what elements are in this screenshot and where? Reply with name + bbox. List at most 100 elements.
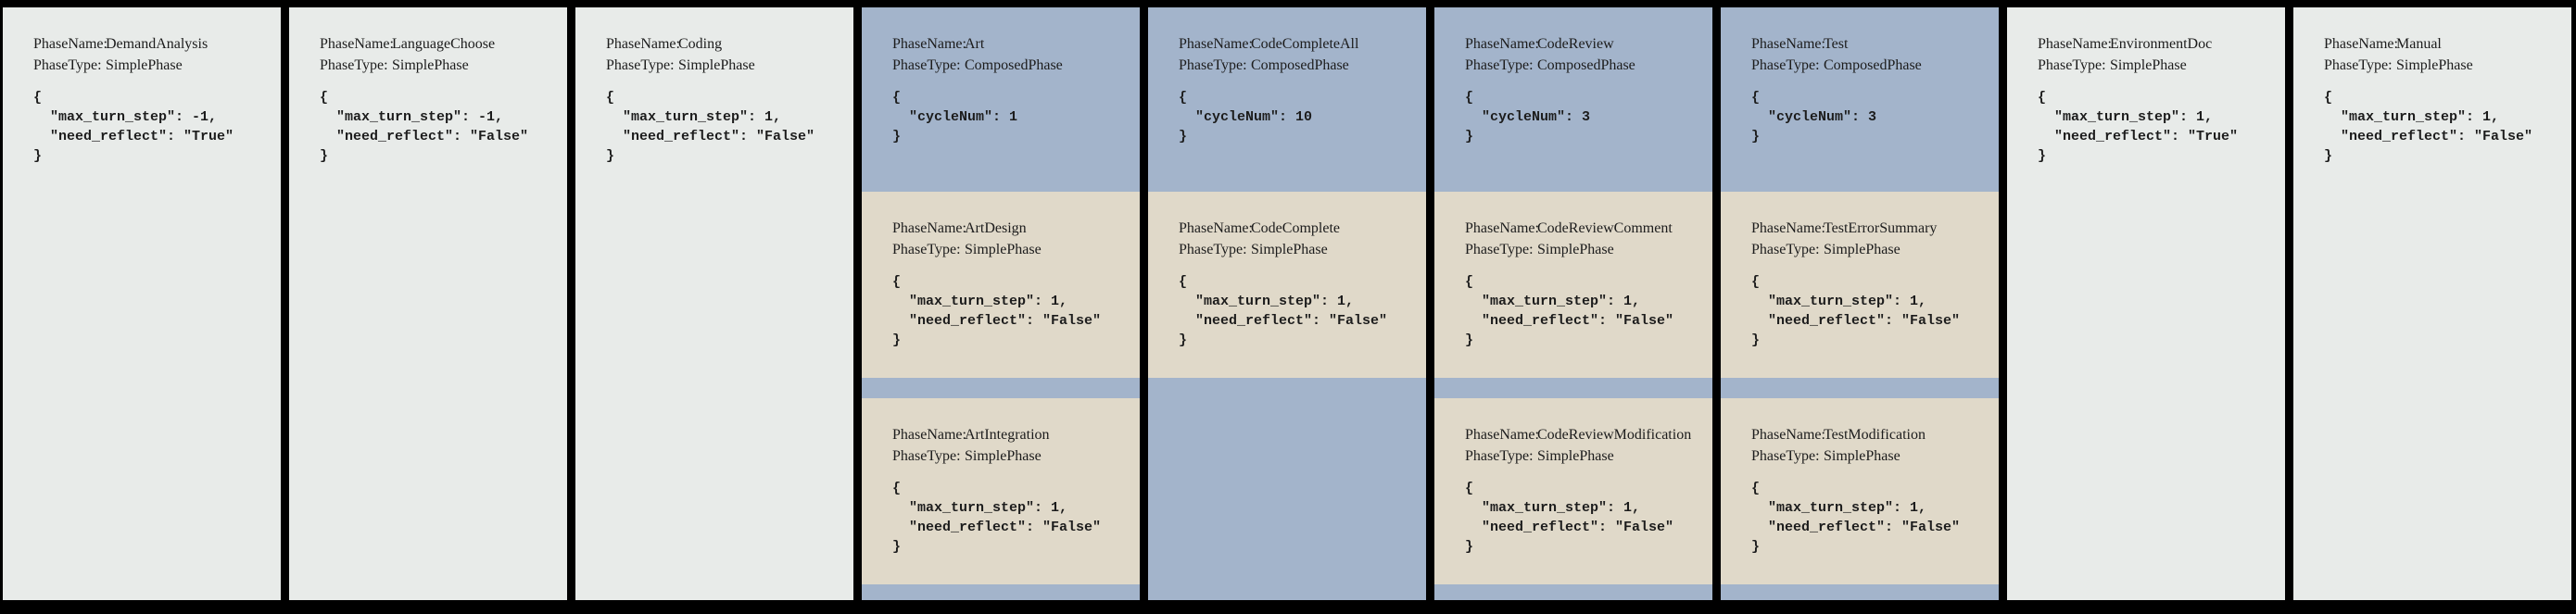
phase-name-line: PhaseName: CodeComplete: [1179, 218, 1419, 239]
phase-name-line: PhaseName: EnvironmentDoc: [2038, 33, 2278, 55]
phase-name-line: PhaseName: CodeReviewComment: [1465, 218, 1705, 239]
phase-type-line: PhaseType: ComposedPhase: [1179, 55, 1419, 76]
config-line: "need_reflect": "False": [1751, 520, 1961, 535]
phase-type-label: PhaseType:: [1751, 57, 1820, 73]
phase-name-value: Manual: [2396, 36, 2442, 52]
config-line: "max_turn_step": 1,: [606, 109, 782, 125]
config-line: }: [320, 148, 329, 164]
phase-type-line: PhaseType: SimplePhase: [892, 445, 1132, 467]
config-line: }: [1465, 129, 1474, 144]
config-line: "max_turn_step": -1,: [320, 109, 504, 125]
phase-name-label: PhaseName:: [1465, 427, 1539, 443]
config-line: "cycleNum": 3: [1751, 109, 1877, 125]
phase-type-label: PhaseType:: [2038, 57, 2106, 73]
phase-name-label: PhaseName:: [1465, 220, 1539, 236]
config-line: "need_reflect": "False": [1751, 313, 1961, 329]
phase-config-json: { "max_turn_step": 1, "need_reflect": "F…: [2324, 88, 2564, 166]
phase-type-label: PhaseType:: [892, 448, 961, 464]
phase-card-header: PhaseName: Coding PhaseType: SimplePhase…: [575, 7, 853, 192]
phase-type-label: PhaseType:: [1465, 57, 1534, 73]
phase-text-block: PhaseName: TestErrorSummary PhaseType: S…: [1721, 192, 1999, 350]
phase-type-label: PhaseType:: [1465, 448, 1534, 464]
phase-name-label: PhaseName:: [892, 220, 966, 236]
phase-type-label: PhaseType:: [1465, 242, 1534, 257]
phase-name-label: PhaseName:: [1751, 220, 1825, 236]
config-line: {: [892, 481, 902, 496]
phase-card-manual: PhaseName: Manual PhaseType: SimplePhase…: [2293, 7, 2571, 600]
config-line: "max_turn_step": 1,: [1751, 294, 1927, 309]
phase-type-line: PhaseType: SimplePhase: [1465, 239, 1705, 260]
config-line: {: [1465, 481, 1474, 496]
phase-type-line: PhaseType: SimplePhase: [1465, 445, 1705, 467]
phase-name-value: ArtDesign: [965, 220, 1027, 236]
config-line: {: [320, 90, 329, 106]
phase-name-line: PhaseName: CodeReview: [1465, 33, 1705, 55]
phase-type-value: SimplePhase: [1251, 242, 1328, 257]
subphase-card-code-complete: PhaseName: CodeComplete PhaseType: Simpl…: [1148, 192, 1426, 378]
phase-name-line: PhaseName: TestModification: [1751, 424, 1991, 445]
phase-card-header: PhaseName: CodeReview PhaseType: Compose…: [1434, 7, 1712, 192]
config-line: "max_turn_step": -1,: [33, 109, 218, 125]
phase-type-label: PhaseType:: [1179, 242, 1247, 257]
phase-config-json: { "max_turn_step": 1, "need_reflect": "F…: [1751, 272, 1991, 350]
phase-type-value: SimplePhase: [1824, 242, 1900, 257]
phase-type-value: SimplePhase: [1537, 242, 1614, 257]
phase-name-value: CodeReviewComment: [1537, 220, 1673, 236]
phase-type-line: PhaseType: SimplePhase: [1751, 239, 1991, 260]
config-line: {: [892, 274, 902, 290]
config-line: "need_reflect": "False": [1465, 313, 1674, 329]
phase-name-value: CodeReviewModification: [1537, 427, 1692, 443]
phase-name-value: CodeReview: [1537, 36, 1614, 52]
phase-config-json: { "max_turn_step": 1, "need_reflect": "F…: [892, 272, 1132, 350]
phase-name-label: PhaseName:: [892, 36, 966, 52]
config-line: }: [1179, 332, 1188, 348]
phase-type-value: ComposedPhase: [1537, 57, 1635, 73]
phase-name-label: PhaseName:: [1179, 220, 1253, 236]
phase-name-label: PhaseName:: [1751, 36, 1825, 52]
phase-card-header: PhaseName: CodeCompleteAll PhaseType: Co…: [1148, 7, 1426, 192]
config-line: }: [1465, 332, 1474, 348]
phase-type-value: ComposedPhase: [965, 57, 1063, 73]
phase-text-block: PhaseName: Art PhaseType: ComposedPhase …: [862, 7, 1140, 146]
phase-text-block: PhaseName: DemandAnalysis PhaseType: Sim…: [3, 7, 281, 166]
phase-type-label: PhaseType:: [2324, 57, 2393, 73]
config-line: "max_turn_step": 1,: [1179, 294, 1355, 309]
config-line: "max_turn_step": 1,: [1465, 500, 1641, 516]
phase-text-block: PhaseName: LanguageChoose PhaseType: Sim…: [289, 7, 567, 166]
phase-name-value: EnvironmentDoc: [2110, 36, 2213, 52]
phase-type-value: ComposedPhase: [1251, 57, 1349, 73]
config-line: "max_turn_step": 1,: [892, 294, 1068, 309]
phase-card-coding: PhaseName: Coding PhaseType: SimplePhase…: [575, 7, 853, 600]
config-line: {: [2324, 90, 2333, 106]
phase-config-json: { "max_turn_step": 1, "need_reflect": "F…: [606, 88, 846, 166]
phase-name-value: TestErrorSummary: [1824, 220, 1938, 236]
phase-name-value: Coding: [678, 36, 723, 52]
phase-name-label: PhaseName:: [33, 36, 107, 52]
config-line: }: [892, 129, 902, 144]
phase-card-header: PhaseName: LanguageChoose PhaseType: Sim…: [289, 7, 567, 192]
phase-type-value: SimplePhase: [2110, 57, 2187, 73]
phase-name-line: PhaseName: Art: [892, 33, 1132, 55]
phase-text-block: PhaseName: Test PhaseType: ComposedPhase…: [1721, 7, 1999, 146]
phase-type-value: ComposedPhase: [1824, 57, 1922, 73]
phase-type-label: PhaseType:: [320, 57, 388, 73]
phase-name-label: PhaseName:: [2038, 36, 2112, 52]
config-line: {: [1751, 274, 1761, 290]
config-line: "need_reflect": "True": [2038, 129, 2239, 144]
config-line: "need_reflect": "False": [320, 129, 529, 144]
phase-card-header: PhaseName: Manual PhaseType: SimplePhase…: [2293, 7, 2571, 192]
phase-name-value: Test: [1824, 36, 1849, 52]
phase-config-json: { "cycleNum": 1}: [892, 88, 1132, 146]
config-line: "need_reflect": "True": [33, 129, 234, 144]
phase-type-label: PhaseType:: [1751, 242, 1820, 257]
subphase-card-test-error-summary: PhaseName: TestErrorSummary PhaseType: S…: [1721, 192, 1999, 378]
phase-type-value: SimplePhase: [965, 242, 1042, 257]
phase-type-label: PhaseType:: [892, 242, 961, 257]
phase-card-code-complete-all: PhaseName: CodeCompleteAll PhaseType: Co…: [1148, 7, 1426, 600]
phase-type-label: PhaseType:: [1179, 57, 1247, 73]
phase-type-value: SimplePhase: [2396, 57, 2473, 73]
phase-name-line: PhaseName: ArtIntegration: [892, 424, 1132, 445]
phase-type-line: PhaseType: SimplePhase: [1179, 239, 1419, 260]
phase-name-value: Art: [965, 36, 985, 52]
phase-text-block: PhaseName: CodeReview PhaseType: Compose…: [1434, 7, 1712, 146]
